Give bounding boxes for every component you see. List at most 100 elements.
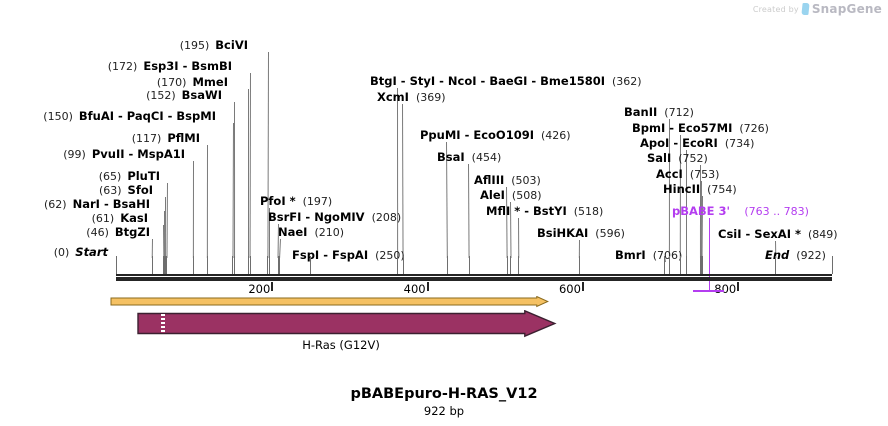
restriction-label-sfoi[interactable]: (63)SfoI: [99, 184, 153, 197]
restriction-label-banii[interactable]: BanII(712): [624, 106, 694, 119]
restriction-label-start[interactable]: (0)Start: [54, 246, 108, 259]
restriction-label-bsihkai[interactable]: BsiHKAI(596): [537, 227, 625, 240]
label-position-bfuai: (150): [43, 110, 73, 123]
restriction-label-pluti[interactable]: (65)PluTI: [99, 170, 160, 183]
cut-site-tick[interactable]: [679, 256, 681, 274]
cut-site-tick[interactable]: [151, 256, 153, 274]
restriction-label-sali[interactable]: SalI(752): [647, 152, 708, 165]
restriction-label-mfli[interactable]: MflI * - BstYI(518): [486, 204, 604, 218]
page-title: pBABEpuro-H-RAS_V12: [350, 386, 538, 402]
cut-site-tick[interactable]: [279, 256, 281, 274]
translation-start-marker: [160, 314, 165, 333]
cut-site-tick[interactable]: [163, 256, 165, 274]
restriction-label-bmri[interactable]: BmrI (706): [615, 249, 682, 262]
enzyme-name: BsrFI: [268, 210, 302, 224]
cut-site-tick[interactable]: [578, 256, 580, 274]
label-position-bmri: (706): [652, 249, 683, 262]
hras-feature-label[interactable]: H-Ras (G12V): [302, 338, 380, 352]
restriction-label-pvuii[interactable]: (99)PvuII - MspA1I: [63, 147, 185, 161]
enzyme-name: NarI: [72, 197, 100, 211]
cut-site-tick[interactable]: [234, 256, 236, 274]
label-position-btgzi: (46): [86, 226, 109, 239]
cut-site-tick[interactable]: [397, 256, 399, 274]
restriction-label-xcmi[interactable]: XcmI(369): [377, 91, 446, 104]
leader-line-btgi: [397, 87, 399, 259]
restriction-label-nari[interactable]: (62)NarI - BsaHI: [44, 197, 150, 211]
enzyme-name: BsaHI: [112, 197, 150, 211]
enzyme-name: End: [765, 248, 790, 262]
cut-site-tick[interactable]: [506, 256, 508, 274]
cut-site-tick[interactable]: [192, 256, 194, 274]
label-position-esp3i: (172): [107, 60, 138, 73]
restriction-label-afliii[interactable]: AflIII(503): [474, 174, 541, 187]
restriction-label-bcivi[interactable]: (195)BciVI: [180, 39, 248, 52]
label-position-end: (922): [796, 249, 826, 262]
restriction-label-esp3i[interactable]: (172)Esp3I - BsmBI: [107, 59, 232, 73]
cut-site-tick[interactable]: [402, 256, 404, 274]
restriction-label-end[interactable]: End (922): [765, 249, 826, 262]
hras-cds-arrow[interactable]: [137, 310, 557, 338]
restriction-label-csii[interactable]: CsiI - SexAI *(849): [718, 227, 838, 241]
restriction-label-pfoi[interactable]: PfoI *(197): [260, 195, 332, 208]
enzyme-name: NgoMIV: [314, 210, 365, 224]
restriction-label-bpmi[interactable]: BpmI - Eco57MI(726): [632, 121, 769, 135]
ruler-tick: [271, 282, 274, 291]
cut-site-tick[interactable]: [267, 256, 269, 274]
cut-site-tick[interactable]: [116, 256, 117, 274]
restriction-label-bsai[interactable]: BsaI(454): [437, 151, 501, 164]
cut-site-tick[interactable]: [468, 256, 470, 274]
label-position-pvuii: (99): [63, 148, 86, 161]
cut-site-tick[interactable]: [700, 256, 702, 274]
cut-site-tick[interactable]: [232, 256, 234, 274]
restriction-label-bsrfi[interactable]: BsrFI - NgoMIV(208): [268, 210, 402, 224]
label-position-bsrfi: (208): [371, 211, 402, 224]
cut-site-tick[interactable]: [166, 256, 168, 274]
restriction-label-fspi[interactable]: FspI - FspAI(250): [292, 248, 405, 262]
restriction-label-alei[interactable]: AleI(508): [480, 189, 542, 202]
cut-site-tick[interactable]: [518, 256, 520, 274]
pbabe3-feature-span[interactable]: [692, 290, 725, 292]
cut-site-tick[interactable]: [164, 256, 166, 274]
enzyme-name: BmrI: [615, 248, 646, 262]
enzyme-name: Bme1580I: [540, 74, 605, 88]
cut-site-tick[interactable]: [310, 256, 312, 274]
cut-site-tick[interactable]: [699, 256, 701, 274]
restriction-label-kasi[interactable]: (61)KasI: [92, 212, 148, 225]
orf-arrow[interactable]: [110, 296, 552, 310]
restriction-label-acci[interactable]: AccI(753): [656, 168, 719, 181]
restriction-label-bfuai[interactable]: (150)BfuAI - PaqCI - BspMI: [43, 109, 216, 123]
cut-site-tick[interactable]: [832, 256, 833, 274]
enzyme-name: BspMI: [176, 109, 216, 123]
watermark-created-by-label: Created by: [752, 4, 799, 14]
cut-site-tick[interactable]: [775, 256, 777, 274]
cut-site-tick[interactable]: [668, 256, 670, 274]
label-position-start: (0): [53, 246, 70, 259]
restriction-label-btgi[interactable]: BtgI - StyI - NcoI - BaeGI - Bme1580I(36…: [370, 74, 642, 88]
cut-site-tick[interactable]: [664, 256, 666, 274]
enzyme-name: Eco57MI: [678, 121, 733, 135]
pbabe3-feature-label[interactable]: pBABE 3' (763 .. 783): [672, 205, 809, 218]
cut-site-tick[interactable]: [164, 256, 166, 274]
sequence-bar[interactable]: [116, 277, 832, 281]
snapgene-logo-icon: [801, 3, 810, 15]
label-position-ppumi: (426): [541, 129, 571, 142]
cut-site-tick[interactable]: [701, 256, 703, 274]
cut-site-tick[interactable]: [686, 256, 687, 274]
cut-site-tick[interactable]: [510, 256, 512, 274]
cut-site-tick[interactable]: [446, 256, 448, 274]
restriction-label-pflmi[interactable]: (117)PflMI: [132, 132, 200, 145]
restriction-label-naei[interactable]: NaeI(210): [278, 226, 344, 239]
restriction-label-btgzi[interactable]: (46)BtgZI: [86, 226, 150, 239]
cut-site-tick[interactable]: [277, 256, 279, 274]
restriction-label-apoi[interactable]: ApoI - EcoRI(734): [640, 136, 755, 150]
ruler-tick: [581, 282, 584, 291]
label-position-fspi: (250): [375, 249, 405, 262]
restriction-label-ppumi[interactable]: PpuMI - EcoO109I(426): [420, 128, 571, 142]
cut-site-tick[interactable]: [268, 256, 270, 274]
restriction-label-hincii[interactable]: HincII(754): [663, 183, 737, 196]
cut-site-tick[interactable]: [248, 256, 250, 274]
cut-site-tick[interactable]: [206, 256, 208, 274]
restriction-label-mmei[interactable]: (170)MmeI: [157, 76, 228, 89]
restriction-label-bsawi[interactable]: (152)BsaWI: [146, 89, 222, 102]
cut-site-tick[interactable]: [249, 256, 251, 274]
